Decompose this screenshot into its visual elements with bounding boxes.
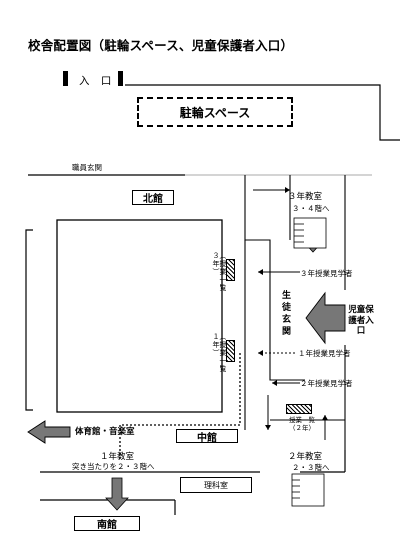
schedule-label-g2: 授業一覧（２年） <box>289 416 315 432</box>
schedule-board-g3 <box>226 259 235 281</box>
grade1-floor-label: 突き当たりを２・３階へ <box>72 462 155 471</box>
grade3-room-label: ３年教室 <box>288 192 323 202</box>
middle-building-label: 中館 <box>176 429 238 444</box>
south-building-label: 南館 <box>74 516 140 531</box>
grade2-room-label: ２年教室 <box>288 452 323 462</box>
grade3-observer-label: ３年授業見学者 <box>300 269 353 278</box>
grade1-observer-label: １年授業見学者 <box>298 349 351 358</box>
grade2-observer-label: ２年授業見学者 <box>300 379 353 388</box>
parking-label: 駐輪スペース <box>179 105 251 120</box>
middle-building-text: 中館 <box>197 432 217 444</box>
schedule-board-g1 <box>226 340 235 362</box>
schedule-board-g2 <box>286 404 312 414</box>
schedule-label-g3: （授業一覧３年） <box>212 252 226 292</box>
student-entrance-label: 生徒玄関 <box>280 290 290 338</box>
entrance-post-right <box>118 71 123 86</box>
parent-entrance-label: 児童保護者入口 <box>348 305 374 337</box>
entrance-label: 入 口 <box>79 75 116 87</box>
parking-space: 駐輪スペース <box>137 97 293 127</box>
staff-entrance-label: 職員玄関 <box>72 163 102 172</box>
grade3-floor-label: ３・４階へ <box>292 204 330 213</box>
entrance-marker: 入 口 <box>63 71 125 87</box>
schedule-label-g1: （授業一覧１年） <box>212 333 226 373</box>
science-room: 理科室 <box>180 477 252 493</box>
south-building-text: 南館 <box>97 520 117 531</box>
grade1-room-label: １年教室 <box>100 452 135 462</box>
gym-music-label: 体育館・音楽室 <box>75 427 135 437</box>
north-building-text: 北館 <box>143 194 163 205</box>
entrance-post-left <box>63 71 68 86</box>
map-title: 校舎配置図（駐輪スペース、児童保護者入口） <box>28 38 294 53</box>
grade2-floor-label: ２・３階へ <box>292 463 330 472</box>
science-room-text: 理科室 <box>204 480 228 490</box>
north-building-label: 北館 <box>132 190 174 205</box>
